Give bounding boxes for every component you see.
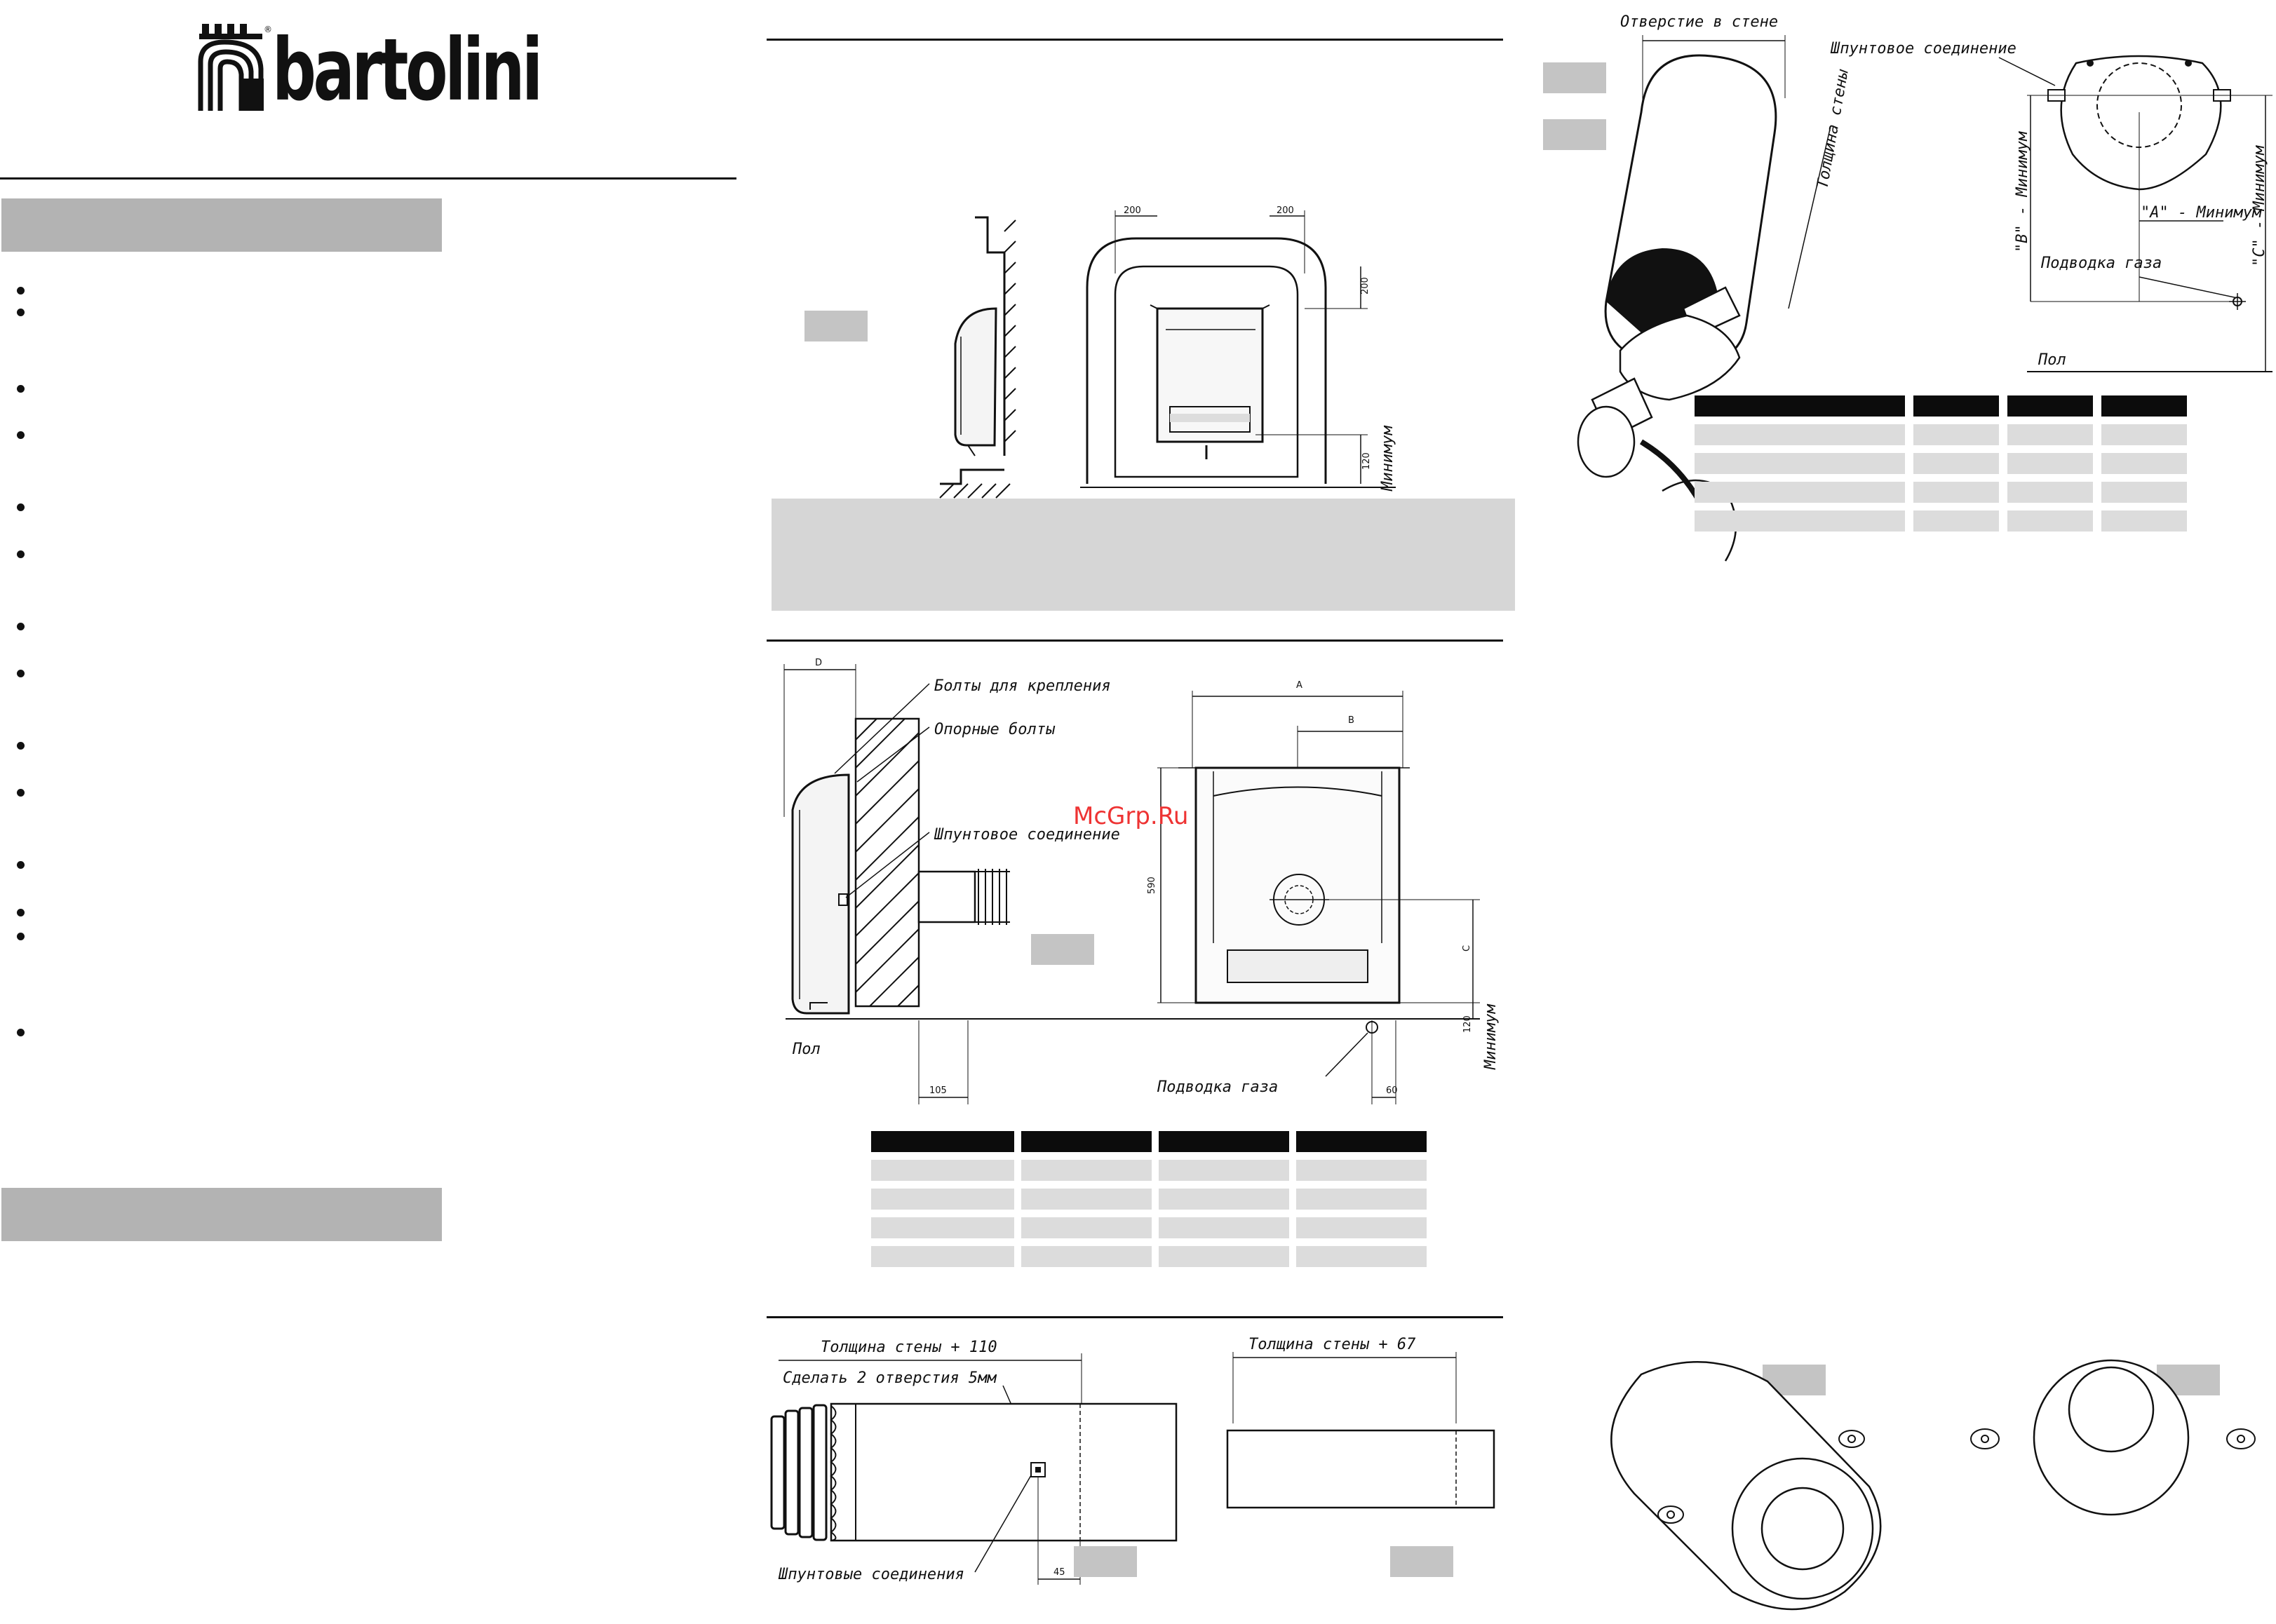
- label-pin-joints: Шпунтовые соединения: [778, 1566, 964, 1583]
- list-bullet: [17, 1029, 25, 1036]
- dim-left-clearance: 200: [1124, 205, 1141, 216]
- brand-wordmark: bartolini: [272, 20, 543, 120]
- label-pin-joint-right: Шпунтовое соединение: [1830, 40, 2016, 57]
- figure-tag: [1031, 934, 1094, 965]
- table-row: [1695, 482, 2187, 503]
- dim-top-clearance: 200: [1360, 277, 1371, 295]
- list-bullet: [17, 309, 25, 316]
- label-wall-hole: Отверстие в стене: [1620, 13, 1778, 31]
- dim-c: C: [1462, 945, 1472, 952]
- clearance-diagram: 200 200 200 120 Минимум: [939, 205, 1396, 499]
- dimensions-table-1: [864, 1123, 1434, 1275]
- label-gas-supply: Подводка газа: [1157, 1078, 1278, 1096]
- label-support-bolts: Опорные болты: [934, 721, 1056, 738]
- dim-bottom-clearance: 120: [1361, 452, 1372, 470]
- table-row: [871, 1189, 1427, 1210]
- label-gas-supply-right: Подводка газа: [2040, 255, 2162, 272]
- table-header-row: [1695, 395, 2187, 417]
- list-bullet: [17, 861, 25, 869]
- section-heading-bar-2: [1, 1188, 442, 1241]
- list-bullet: [17, 550, 25, 558]
- registered-mark: ®: [264, 25, 272, 34]
- header-rule: [0, 177, 736, 180]
- list-bullet: [17, 623, 25, 630]
- list-bullet: [17, 385, 25, 393]
- label-floor: Пол: [792, 1041, 821, 1058]
- label-minimum: Минимум: [1379, 426, 1396, 492]
- dim-60: 60: [1386, 1085, 1398, 1096]
- list-bullet: [17, 670, 25, 677]
- label-minimum-mid: Минимум: [1482, 1004, 1500, 1070]
- label-floor-right: Пол: [2038, 351, 2066, 369]
- label-c-min: "C" - Минимум: [2251, 145, 2268, 266]
- table-row: [871, 1217, 1427, 1238]
- label-wall-thickness: Толщина стены: [1814, 67, 1852, 190]
- label-pin-joint: Шпунтовое соединение: [934, 826, 1120, 844]
- list-bullet: [17, 789, 25, 797]
- middle-rule-1: [767, 39, 1503, 41]
- list-bullet: [17, 287, 25, 295]
- middle-rule-3: [767, 1316, 1503, 1318]
- table-row: [871, 1160, 1427, 1181]
- list-bullet: [17, 742, 25, 750]
- wall-hole-diagram: Отверстие в стене Толщина стены Шпунтово…: [1577, 13, 2272, 562]
- label-wall-plus-110: Толщина стены + 110: [821, 1339, 997, 1356]
- list-bullet: [17, 933, 25, 940]
- note-box: [772, 499, 1515, 611]
- label-drill-holes: Сделать 2 отверстия 5мм: [783, 1369, 997, 1387]
- label-wall-plus-67: Толщина стены + 67: [1248, 1336, 1416, 1353]
- dim-105: 105: [929, 1085, 947, 1096]
- label-mounting-bolts: Болты для крепления: [934, 677, 1111, 695]
- dim-45: 45: [1053, 1567, 1065, 1578]
- figure-tag: [1543, 62, 1606, 93]
- section-heading-bar-1: [1, 198, 442, 252]
- figure-tag: [804, 311, 868, 341]
- table-row: [1695, 424, 2187, 445]
- dim-b: B: [1348, 715, 1354, 726]
- label-b-min: "B" - Минимум: [2014, 131, 2031, 252]
- bartolini-emblem-icon: ®: [198, 24, 272, 111]
- table-row: [1695, 453, 2187, 474]
- table-header-row: [871, 1131, 1427, 1152]
- dim-a: A: [1296, 680, 1302, 691]
- table-row: [871, 1246, 1427, 1267]
- pipe-perspective-diagram: [1610, 1359, 2256, 1611]
- list-bullet: [17, 431, 25, 439]
- dimensions-table-2: [1686, 388, 2195, 539]
- middle-rule-2: [767, 640, 1503, 642]
- dim-right-clearance: 200: [1277, 205, 1294, 216]
- bartolini-logo: ® bartolini: [196, 20, 543, 119]
- dim-120: 120: [1462, 1015, 1473, 1033]
- dim-d: D: [815, 658, 822, 668]
- figure-tag: [1074, 1546, 1137, 1577]
- label-a-min: "A" - Минимум: [2141, 204, 2262, 222]
- dim-590: 590: [1147, 877, 1157, 894]
- list-bullet: [17, 909, 25, 916]
- flue-pipe-diagram: Толщина стены + 110 Сделать 2 отверстия …: [770, 1336, 1495, 1585]
- table-row: [1695, 510, 2187, 532]
- figure-tag: [1390, 1546, 1453, 1577]
- figure-tag: [1543, 119, 1606, 150]
- mounting-diagram: D Пол Болты для крепления Опорные болты …: [783, 658, 1500, 1104]
- list-bullet: [17, 503, 25, 511]
- watermark: McGrp.Ru: [1073, 802, 1188, 830]
